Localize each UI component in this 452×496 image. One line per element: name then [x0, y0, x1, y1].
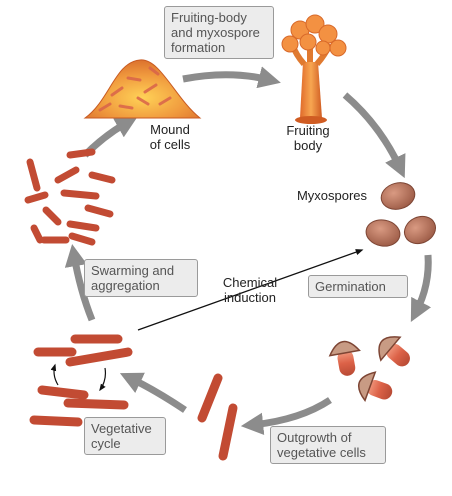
fruiting-formation-box: Fruiting-body and myxospore formation — [164, 6, 274, 59]
arrow-fruiting-to-myxospores — [342, 92, 406, 179]
germinating-spores — [328, 336, 410, 402]
vegetative-cycle-box: Vegetative cycle — [84, 417, 166, 455]
germination-box: Germination — [308, 275, 408, 298]
outgrowth-cells — [197, 373, 238, 461]
fruiting-body-label: Fruiting body — [286, 123, 330, 153]
myxospores-label: Myxospores — [296, 188, 368, 203]
myxospores — [365, 182, 437, 247]
swarming-cells — [24, 148, 116, 246]
outgrowth-box: Outgrowth of vegetative cells — [270, 426, 386, 464]
mound-of-cells — [83, 59, 202, 119]
swarming-box: Swarming and aggregation — [84, 259, 198, 297]
fruiting-body — [281, 14, 347, 124]
arrow-germinating-to-outgrowth — [240, 397, 332, 435]
arrow-myxospores-to-germinating — [410, 254, 432, 322]
arrow-outgrowth-to-vegetative — [119, 372, 187, 413]
arrow-mound-to-fruiting — [182, 66, 281, 89]
chemical-induction-arrow — [137, 249, 364, 331]
arrow-vegetative-to-swarming — [64, 243, 96, 322]
mound-label: Mound of cells — [149, 122, 191, 152]
chemical-induction-label: Chemical induction — [222, 275, 278, 305]
vegetative-cycle-arrows — [50, 363, 107, 392]
vegetative-cells — [29, 334, 133, 427]
